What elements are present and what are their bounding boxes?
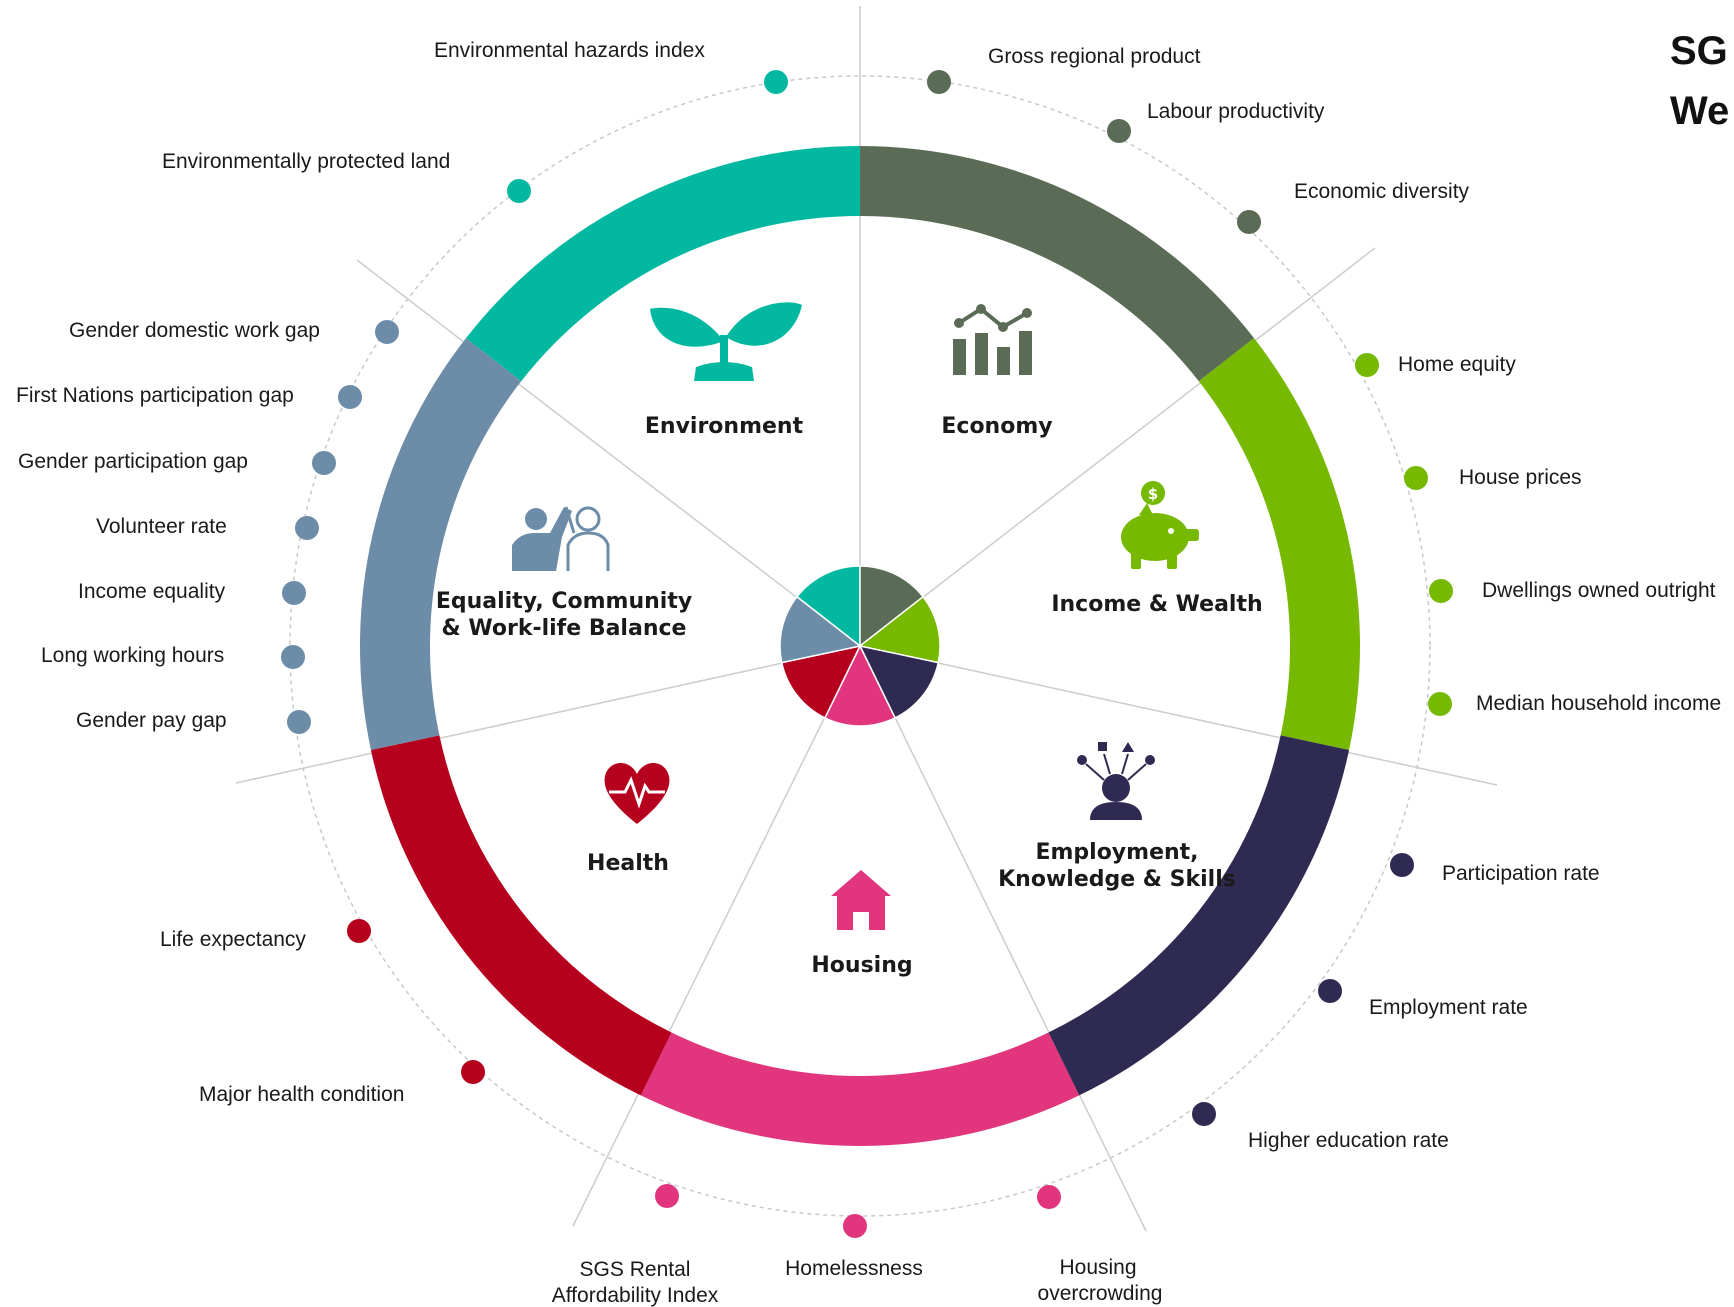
label-median-household-income: Median household income [1476, 692, 1721, 715]
dot-house-prices [1404, 466, 1428, 490]
pie-wedge-health [780, 644, 862, 719]
dot-participation-rate [1390, 853, 1414, 877]
pie-wedge-income-wealth [858, 595, 941, 664]
label-homelessness: Homelessness [785, 1257, 923, 1280]
label-economic-diversity: Economic diversity [1294, 180, 1470, 203]
dot-major-health-condition [461, 1060, 485, 1084]
label-sgs-rental-line1: SGS Rental [580, 1258, 691, 1281]
heartbeat-icon [604, 762, 670, 824]
label-labour-productivity: Labour productivity [1147, 100, 1325, 123]
dot-gender-participation-gap [312, 451, 336, 475]
divider-lower-right [859, 645, 1498, 786]
section-label-equality-line2: & Work-life Balance [442, 616, 687, 641]
dot-median-household-income [1428, 692, 1452, 716]
divider-lower-left [235, 645, 861, 784]
title-line-2: We [1670, 89, 1729, 133]
label-first-nations-participation-gap: First Nations participation gap [16, 384, 294, 407]
label-long-working-hours: Long working hours [41, 644, 224, 667]
house-icon [831, 870, 891, 930]
ring-arc-employment [1048, 735, 1350, 1096]
pie-wedge-economy [859, 565, 925, 648]
label-environmentally-protected-land: Environmentally protected land [162, 150, 450, 173]
divider-upper-right [859, 247, 1376, 647]
label-gender-pay-gap: Gender pay gap [76, 709, 227, 732]
pie-wedge-housing [823, 644, 897, 727]
label-employment-rate: Employment rate [1369, 996, 1528, 1019]
label-sgs-rental-line2: Affordability Index [552, 1284, 719, 1307]
label-environmental-hazards-index: Environmental hazards index [434, 39, 705, 62]
label-participation-rate: Participation rate [1442, 862, 1600, 885]
section-label-economy: Economy [941, 414, 1052, 439]
dot-dwellings-owned-outright [1429, 579, 1453, 603]
section-label-employment-line1: Employment, [1035, 840, 1198, 865]
section-label-income-wealth: Income & Wealth [1051, 592, 1262, 617]
people-high-five-icon [512, 506, 610, 571]
label-housing-overcrowding-line2: overcrowding [1038, 1282, 1163, 1305]
dot-gender-domestic-work-gap [375, 320, 399, 344]
center-pie [779, 565, 941, 727]
label-major-health-condition: Major health condition [199, 1083, 404, 1106]
dot-first-nations-participation-gap [338, 385, 362, 409]
dot-gender-pay-gap [287, 710, 311, 734]
pie-wedge-employment [858, 644, 940, 719]
section-label-housing: Housing [811, 953, 912, 978]
label-gross-regional-product: Gross regional product [988, 45, 1201, 68]
section-label-health: Health [587, 851, 669, 876]
dot-economic-diversity [1237, 210, 1261, 234]
dot-homelessness [843, 1214, 867, 1238]
dot-higher-education-rate [1192, 1102, 1216, 1126]
divider-bottom-right [859, 645, 1147, 1232]
dot-long-working-hours [281, 645, 305, 669]
label-dwellings-owned-outright: Dwellings owned outright [1482, 579, 1716, 602]
label-volunteer-rate: Volunteer rate [96, 515, 227, 538]
label-income-equality: Income equality [78, 580, 226, 603]
dot-income-equality [282, 581, 306, 605]
section-ring [359, 146, 1360, 1146]
dot-labour-productivity [1107, 119, 1131, 143]
piggy-bank-icon: $ [1121, 481, 1199, 569]
ring-arc-income-wealth [1198, 338, 1360, 750]
label-house-prices: House prices [1459, 466, 1582, 489]
dot-volunteer-rate [295, 516, 319, 540]
indicator-labels: Environmental hazards index Environmenta… [16, 39, 1721, 1307]
section-label-equality-line1: Equality, Community [436, 589, 692, 614]
label-higher-education-rate: Higher education rate [1248, 1129, 1449, 1152]
label-gender-participation-gap: Gender participation gap [18, 450, 248, 473]
label-home-equity: Home equity [1398, 353, 1516, 376]
sprout-icon [650, 302, 802, 381]
outer-dashed-ring [289, 75, 1431, 1217]
bar-line-chart-icon [953, 304, 1032, 375]
title-line-1: SG [1670, 29, 1728, 73]
divider-bottom-left [572, 645, 861, 1227]
dot-life-expectancy [347, 919, 371, 943]
label-gender-domestic-work-gap: Gender domestic work gap [69, 319, 320, 342]
ring-arc-equality [359, 338, 522, 750]
divider-upper-left [356, 259, 861, 647]
ring-arc-environment [465, 146, 860, 382]
pie-wedge-environment [795, 565, 861, 648]
ring-arc-housing [640, 1032, 1080, 1146]
dot-home-equity [1355, 353, 1379, 377]
svg-text:$: $ [1148, 485, 1158, 503]
label-housing-overcrowding-line1: Housing [1059, 1256, 1136, 1279]
person-ideas-icon [1077, 742, 1155, 820]
dot-environmentally-protected-land [507, 179, 531, 203]
dot-gross-regional-product [927, 70, 951, 94]
section-label-employment-line2: Knowledge & Skills [998, 867, 1236, 892]
dot-sgs-rental-affordability-index [655, 1184, 679, 1208]
section-labels: Environment Economy Income & Wealth Empl… [436, 414, 1263, 978]
dot-housing-overcrowding [1037, 1185, 1061, 1209]
ring-arc-health [370, 735, 672, 1096]
section-dividers [235, 6, 1498, 1232]
indicator-dots [281, 70, 1453, 1238]
label-life-expectancy: Life expectancy [160, 928, 306, 951]
dot-environmental-hazards-index [764, 70, 788, 94]
dot-employment-rate [1318, 979, 1342, 1003]
section-label-environment: Environment [645, 414, 804, 439]
pie-wedge-equality [779, 595, 862, 664]
ring-arc-economy [860, 146, 1255, 382]
